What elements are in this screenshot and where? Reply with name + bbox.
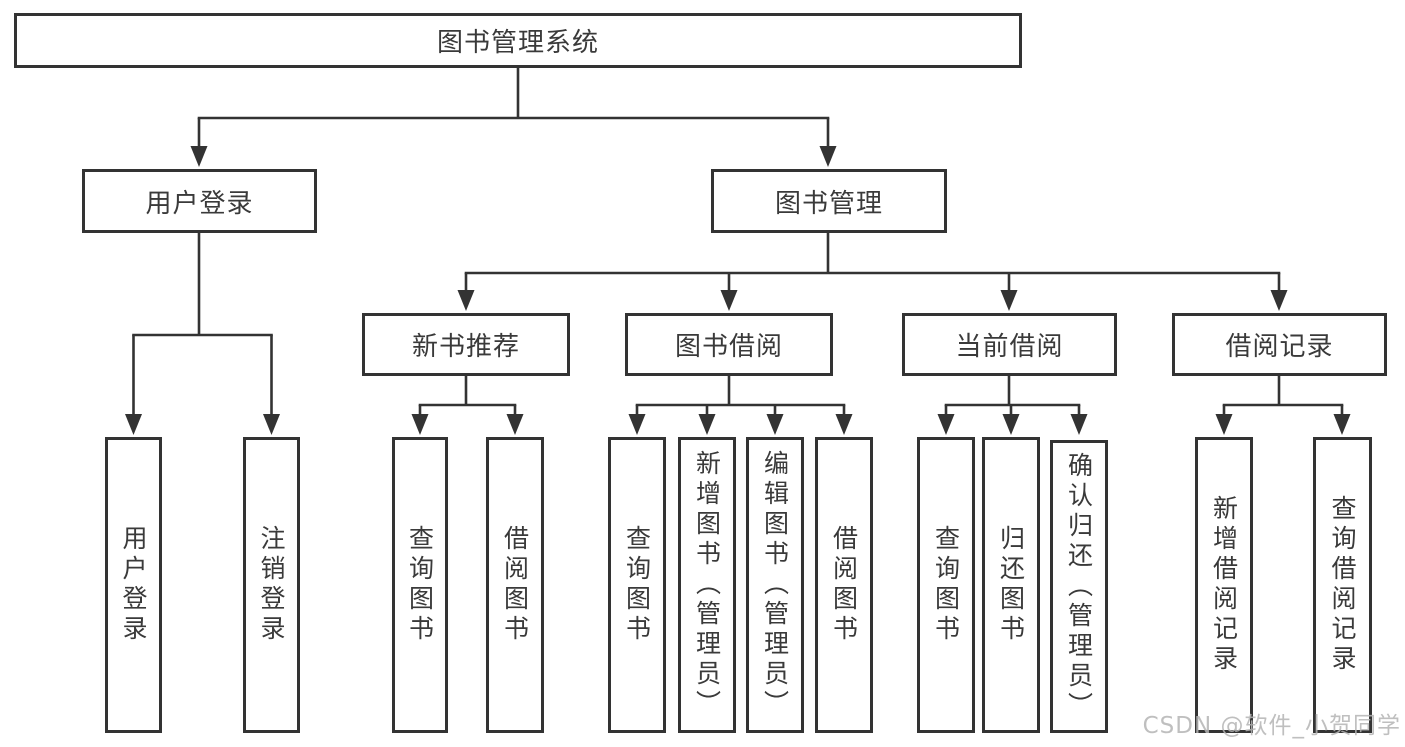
leaf-query-books-recommend-label: 查询图书 <box>405 525 435 645</box>
node-new-book-recommend-label: 新书推荐 <box>411 332 520 362</box>
node-book-management: 图书管理 <box>711 169 947 233</box>
node-borrow-records-label: 借阅记录 <box>1225 332 1334 362</box>
leaf-user-login-label: 用户登录 <box>119 525 148 645</box>
leaf-add-books-admin-label: 新增图书（管理员） <box>692 450 722 720</box>
connector-current-borrow-children <box>937 376 1088 435</box>
leaf-borrow-books-recommend-label: 借阅图书 <box>500 525 530 645</box>
leaf-borrow-books-label: 借阅图书 <box>829 525 859 645</box>
connector-new-book-children <box>411 376 524 435</box>
leaf-logout: 注销登录 <box>243 437 300 733</box>
connector-user-login-children <box>125 233 280 435</box>
leaf-return-books-label: 归还图书 <box>996 525 1026 645</box>
node-new-book-recommend: 新书推荐 <box>362 313 570 376</box>
node-book-management-label: 图书管理 <box>774 188 883 219</box>
node-borrow-records: 借阅记录 <box>1172 313 1387 376</box>
leaf-confirm-return-admin: 确认归还（管理员） <box>1050 440 1108 733</box>
connector-book-management-level3 <box>457 233 1288 311</box>
leaf-user-login: 用户登录 <box>105 437 162 733</box>
node-root: 图书管理系统 <box>14 13 1022 68</box>
node-current-borrow: 当前借阅 <box>902 313 1117 376</box>
leaf-confirm-return-admin-label: 确认归还（管理员） <box>1064 451 1094 722</box>
node-book-borrow: 图书借阅 <box>625 313 833 376</box>
node-book-borrow-label: 图书借阅 <box>674 332 783 362</box>
node-root-label: 图书管理系统 <box>436 28 599 58</box>
node-user-login: 用户登录 <box>82 169 317 233</box>
node-user-login-label: 用户登录 <box>145 188 254 219</box>
leaf-query-books-recommend: 查询图书 <box>392 437 448 733</box>
leaf-add-borrow-record: 新增借阅记录 <box>1195 437 1253 733</box>
leaf-query-books-current-label: 查询图书 <box>931 525 961 645</box>
leaf-logout-label: 注销登录 <box>257 525 286 645</box>
connector-book-borrow-children <box>628 376 853 435</box>
leaf-return-books: 归还图书 <box>982 437 1040 733</box>
leaf-query-borrow-record-label: 查询借阅记录 <box>1328 495 1357 675</box>
leaf-query-borrow-record: 查询借阅记录 <box>1313 437 1372 733</box>
connector-root-level2 <box>190 68 837 167</box>
leaf-borrow-books: 借阅图书 <box>815 437 873 733</box>
leaf-edit-books-admin-label: 编辑图书（管理员） <box>760 450 790 720</box>
leaf-query-books-current: 查询图书 <box>917 437 975 733</box>
leaf-add-books-admin: 新增图书（管理员） <box>678 437 736 733</box>
leaf-query-books-borrow: 查询图书 <box>608 437 666 733</box>
connector-borrow-records-children <box>1215 376 1351 435</box>
leaf-edit-books-admin: 编辑图书（管理员） <box>746 437 804 733</box>
leaf-add-borrow-record-label: 新增借阅记录 <box>1209 495 1239 675</box>
leaf-borrow-books-recommend: 借阅图书 <box>486 437 544 733</box>
node-current-borrow-label: 当前借阅 <box>955 332 1064 362</box>
leaf-query-books-borrow-label: 查询图书 <box>622 525 652 645</box>
